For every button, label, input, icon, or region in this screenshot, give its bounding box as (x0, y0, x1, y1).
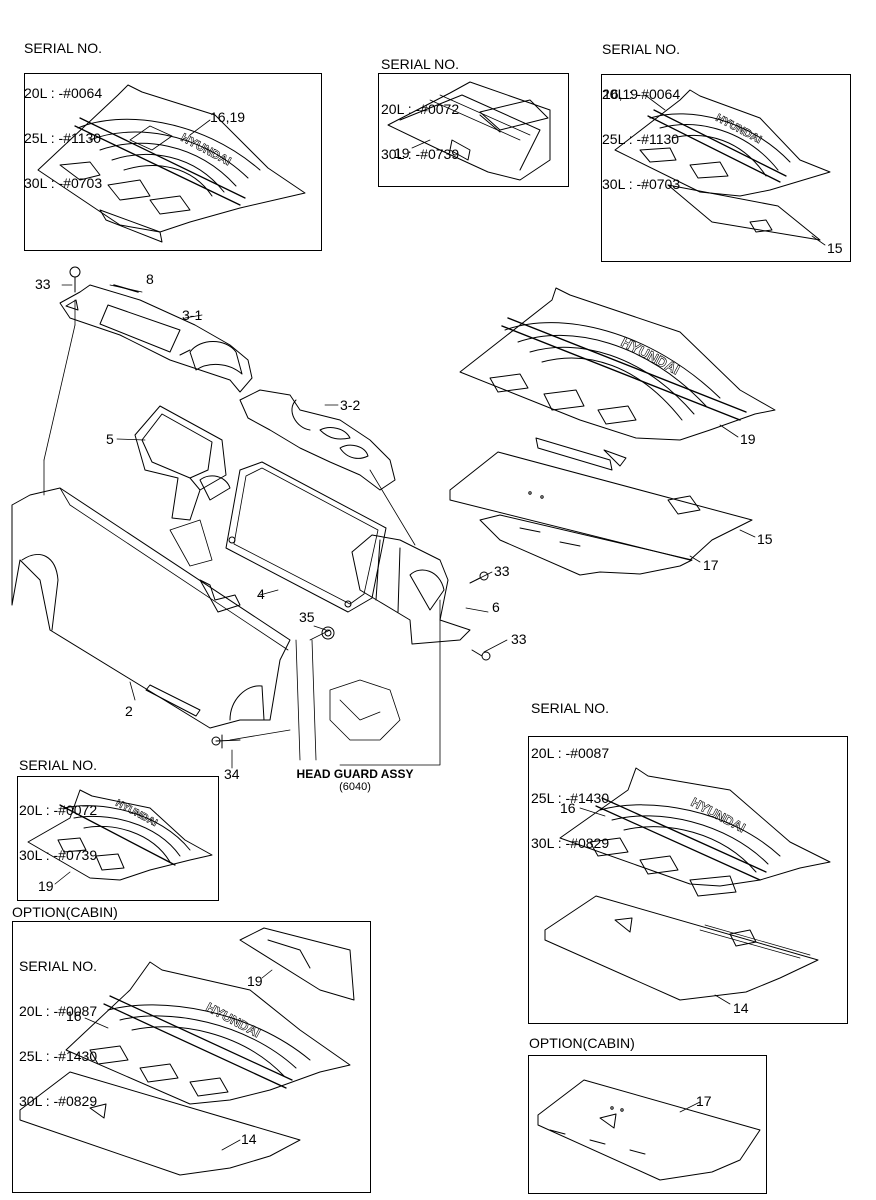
part-4-plate (225, 461, 387, 613)
serial-line: 25L : -#1130 (24, 130, 102, 146)
serial-line: 20L : -#0064 (602, 86, 681, 102)
callout-bl-16: 16 (66, 1008, 82, 1024)
serial-heading: SERIAL NO. (19, 958, 98, 974)
serial-line: 20L : -#0072 (19, 802, 98, 818)
serial-line: 30L : -#0829 (19, 1093, 98, 1109)
callout-mr-16: 16 (560, 800, 576, 816)
detail-frame-mid-left (17, 776, 219, 901)
callout-tr-15: 15 (827, 240, 843, 256)
floor-mat-mid-left (27, 789, 213, 881)
floor-mat-top-center (387, 81, 551, 181)
detail-frame-bottom-left (12, 921, 371, 1193)
option-label-bottom-right: OPTION(CABIN) (529, 1035, 635, 1051)
serial-line: 20L : -#0087 (19, 1003, 98, 1019)
serial-line: 30L : -#0739 (19, 847, 98, 863)
serial-line: 25L : -#1130 (602, 131, 680, 147)
callout-tc-19: 19 (394, 145, 410, 161)
serial-heading: SERIAL NO. (24, 40, 103, 56)
floor-plate-17 (479, 514, 693, 576)
callout-4: 4 (257, 586, 265, 602)
box-leaders (54, 94, 826, 1151)
serial-line: 30L : -#0739 (381, 146, 460, 162)
brand-text-mr: HYUNDAI (689, 794, 748, 835)
floor-mat-main (459, 287, 776, 471)
callout-mr-14: 14 (733, 1000, 749, 1016)
screws (69, 266, 491, 749)
detail-frame-top-left (24, 73, 322, 251)
part-2-panel (11, 487, 291, 729)
callout-6: 6 (492, 599, 500, 615)
small-bracket (199, 579, 241, 613)
callout-33-lower: 33 (511, 631, 527, 647)
floor-plate-bottom-right (537, 1079, 761, 1181)
serial-block-mid-left: SERIAL NO. 20L : -#0072 30L : -#0739 (19, 728, 97, 878)
serial-block-mid-right: SERIAL NO. 20L : -#0087 25L : -#1430 30L… (531, 671, 609, 866)
serial-line: 25L : -#1430 (19, 1048, 98, 1064)
callout-33-right: 33 (494, 563, 510, 579)
floor-mat-mid-right (544, 767, 831, 1001)
callout-33-top: 33 (35, 276, 51, 292)
callout-ml-19: 19 (38, 878, 54, 894)
serial-block-top-right: SERIAL NO. 20L : -#0064 25L : -#1130 30L… (602, 12, 680, 207)
callout-tr-16-19: 16,19 (603, 86, 639, 102)
callout-34: 34 (224, 766, 240, 782)
detail-frame-mid-right (528, 736, 848, 1024)
floor-mat-top-left (37, 84, 306, 243)
serial-line: 20L : -#0064 (24, 85, 103, 101)
floor-mat-bottom-left (19, 927, 355, 1176)
callout-main-17: 17 (703, 557, 719, 573)
serial-heading: SERIAL NO. (602, 41, 681, 57)
detail-frame-top-right (601, 74, 851, 262)
serial-heading: SERIAL NO. (381, 56, 460, 72)
brand-text-main: HYUNDAI (619, 334, 683, 378)
serial-line: 30L : -#0829 (531, 835, 610, 851)
serial-block-top-left: SERIAL NO. 20L : -#0064 25L : -#1130 30L… (24, 11, 102, 206)
serial-line: 30L : -#0703 (602, 176, 681, 192)
floor-mat-top-right (614, 89, 831, 241)
callout-3-2: 3-2 (340, 397, 361, 413)
callout-bl-14: 14 (241, 1131, 257, 1147)
callout-tl-16-19: 16,19 (210, 109, 246, 125)
head-guard-label: HEAD GUARD ASSY (296, 767, 414, 781)
brand-text-tr: HYUNDAI (714, 112, 764, 146)
head-guard-code: (6040) (339, 781, 371, 793)
part-3-1-cover (59, 284, 253, 393)
callout-3-1: 3-1 (182, 307, 203, 323)
callout-main-15: 15 (757, 531, 773, 547)
callout-bl-19: 19 (247, 973, 263, 989)
callout-br-17: 17 (696, 1093, 712, 1109)
serial-block-top-center: SERIAL NO. 20L : -#0072 30L : -#0739 (381, 27, 459, 177)
leader-lines (43, 284, 508, 769)
part-3-2-cover (239, 389, 396, 491)
callout-main-19: 19 (740, 431, 756, 447)
callout-2: 2 (125, 703, 133, 719)
callout-5: 5 (106, 431, 114, 447)
serial-line: 20L : -#0087 (531, 745, 610, 761)
detail-frame-top-center (378, 73, 569, 187)
detail-frame-bottom-right (528, 1055, 767, 1194)
serial-block-bottom-left: SERIAL NO. 20L : -#0087 25L : -#1430 30L… (19, 929, 97, 1124)
floor-plate-15 (449, 451, 753, 561)
callout-35: 35 (299, 609, 315, 625)
head-guard-assy (295, 639, 401, 761)
callout-8: 8 (146, 271, 154, 287)
part-5-bracket (134, 405, 231, 521)
serial-line: 25L : -#1430 (531, 790, 610, 806)
part-6-side (351, 534, 471, 645)
serial-heading: SERIAL NO. (531, 700, 610, 716)
serial-heading: SERIAL NO. (19, 757, 98, 773)
serial-line: 30L : -#0703 (24, 175, 103, 191)
option-label-bottom-left: OPTION(CABIN) (12, 904, 118, 920)
serial-line: 20L : -#0072 (381, 101, 460, 117)
